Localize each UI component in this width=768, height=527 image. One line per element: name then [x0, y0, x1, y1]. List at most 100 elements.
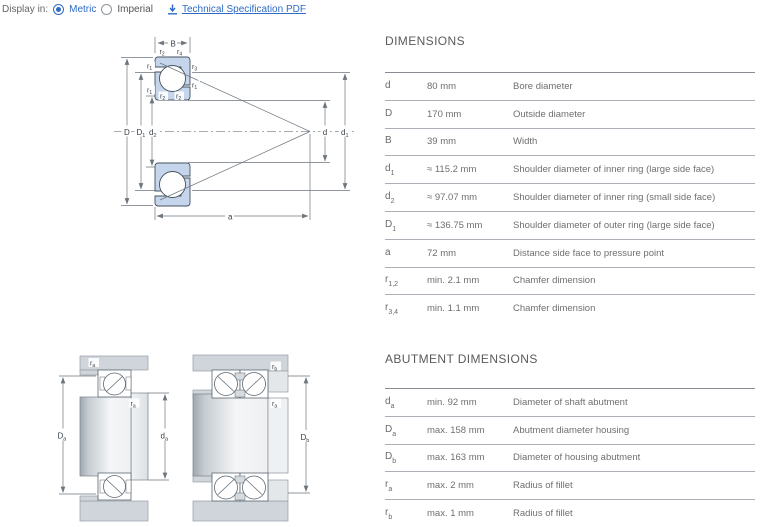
label-r4: r4 [177, 49, 182, 58]
dimension-symbol: D [385, 107, 393, 119]
dimension-symbol: d [385, 79, 391, 91]
table-row: D 170 mm Outside diameter [385, 99, 755, 128]
dimension-description: Shoulder diameter of inner ring (small s… [513, 192, 716, 204]
shaft [79, 392, 149, 481]
label-B: B [171, 40, 176, 49]
table-row: d2 ≈ 97.07 mm Shoulder diameter of inner… [385, 183, 755, 211]
dimension-value: 72 mm [427, 247, 457, 259]
dimension-description: Chamfer dimension [513, 275, 596, 287]
table-row: Db max. 163 mm Diameter of housing abutm… [385, 443, 755, 472]
label-D1: D1 [137, 128, 146, 139]
labels-right: Db rb ra [270, 361, 313, 444]
label-rb: rb [272, 364, 277, 373]
imperial-radio[interactable] [101, 4, 113, 15]
label-d: d [323, 128, 327, 137]
table-row: ra max. 2 mm Radius of fillet [385, 471, 755, 499]
dimension-description: Abutment diameter housing [513, 424, 630, 436]
table-row: B 39 mm Width [385, 127, 755, 156]
table-row: da min. 92 mm Diameter of shaft abutment [385, 389, 755, 416]
label-r3: r3 [192, 64, 197, 73]
radio-dot [56, 7, 62, 12]
dimension-value: 80 mm [427, 80, 457, 92]
dimension-description: Width [513, 136, 538, 148]
dimension-value: 39 mm [427, 136, 457, 148]
dimension-description: Radius of fillet [513, 508, 573, 520]
dimension-description: Shoulder diameter of inner ring (large s… [513, 164, 715, 176]
dimension-description: Outside diameter [513, 108, 586, 120]
dimension-symbol: Db [385, 451, 397, 466]
table-row: a 72 mm Distance side face to pressure p… [385, 238, 755, 267]
abutment-dimensions-table: ABUTMENT DIMENSIONS da min. 92 mm Diamet… [385, 352, 755, 527]
dimension-value: min. 1.1 mm [427, 303, 480, 315]
bearing-cross-section-diagram: B D D1 d2 d d1 a r2 r4 r1 r3 r1 r1 r2 r2 [112, 26, 360, 226]
table-row: D1 ≈ 136.75 mm Shoulder diameter of oute… [385, 210, 755, 239]
label-d2: d2 [149, 128, 157, 139]
labels-left: Da da ra ra [55, 358, 172, 443]
dimension-value: min. 92 mm [427, 396, 477, 408]
abutment-table-rows: da min. 92 mm Diameter of shaft abutment… [385, 388, 755, 527]
table-row: r3,4 min. 1.1 mm Chamfer dimension [385, 294, 755, 322]
dimension-value: min. 2.1 mm [427, 275, 480, 287]
dimensions-table-title: DIMENSIONS [385, 34, 466, 48]
label-r2-c: r2 [176, 94, 181, 103]
dimension-value: max. 163 mm [427, 452, 485, 464]
dimension-description: Chamfer dimension [513, 303, 596, 315]
dimension-value: ≈ 115.2 mm [427, 164, 477, 176]
dimension-symbol: D1 [385, 218, 397, 233]
dimension-symbol: a [385, 246, 391, 258]
dimension-description: Distance side face to pressure point [513, 247, 665, 259]
dimension-description: Diameter of shaft abutment [513, 396, 628, 408]
housing-abutment-diagram: Db rb ra [192, 354, 313, 522]
table-row: Da max. 158 mm Abutment diameter housing [385, 415, 755, 444]
bearing-pair-bottom [211, 472, 269, 502]
label-ra-shaft: ra [131, 401, 136, 410]
dimension-value: ≈ 136.75 mm [427, 219, 483, 231]
abutment-table-title: ABUTMENT DIMENSIONS [385, 352, 538, 366]
dimension-symbol: Da [385, 423, 397, 438]
dimension-description: Diameter of housing abutment [513, 452, 641, 464]
shaft-abutment-diagram: Da da ra ra [55, 355, 172, 522]
dimension-value: max. 2 mm [427, 480, 474, 492]
metric-radio[interactable] [53, 4, 65, 15]
dimension-value: max. 158 mm [427, 424, 485, 436]
label-r1-a: r1 [147, 64, 152, 73]
bearing-bottom [97, 472, 132, 501]
label-ra-right: ra [272, 401, 277, 410]
mounting-diagrams: Da da ra ra [55, 348, 317, 522]
label-Da: Da [58, 432, 68, 443]
label-r1-b: r1 [147, 88, 152, 97]
table-row: r1,2 min. 2.1 mm Chamfer dimension [385, 266, 755, 295]
metric-radio-label[interactable]: Metric [69, 4, 97, 15]
download-icon [168, 4, 177, 15]
bearing-section-bottom [154, 162, 191, 207]
table-row: d1 ≈ 115.2 mm Shoulder diameter of inner… [385, 155, 755, 183]
imperial-radio-label[interactable]: Imperial [117, 4, 153, 15]
label-r2-a: r2 [160, 49, 165, 58]
display-in-label: Display in: [2, 4, 49, 15]
dimension-description: Bore diameter [513, 80, 573, 92]
label-d1: d1 [341, 128, 349, 139]
dimension-symbol: da [385, 395, 395, 410]
contact-angle-lines [159, 62, 311, 201]
label-D: D [124, 128, 130, 137]
bearing-top [97, 369, 132, 398]
dimension-symbol: d1 [385, 163, 395, 178]
label-r2-b: r2 [160, 94, 165, 103]
bearing-pair-top [211, 369, 269, 399]
dimension-value: ≈ 97.07 mm [427, 192, 478, 204]
technical-specification-pdf-link[interactable]: Technical Specification PDF [167, 4, 306, 15]
dimension-symbol: B [385, 135, 392, 147]
dimension-description: Radius of fillet [513, 480, 573, 492]
display-units-toolbar: Display in: Metric Imperial Technical Sp… [0, 0, 768, 22]
dimension-labels: B D D1 d2 d d1 a [121, 37, 351, 222]
dimension-symbol: d2 [385, 191, 395, 206]
dimension-symbol: r3,4 [385, 302, 399, 317]
label-ra-housing: ra [90, 361, 95, 370]
dimensions-table-rows: d 80 mm Bore diameter D 170 mm Outside d… [385, 72, 755, 322]
label-da: da [161, 432, 169, 443]
dimension-value: 170 mm [427, 108, 462, 120]
dimension-symbol: r1,2 [385, 274, 399, 289]
pdf-link-label: Technical Specification PDF [182, 4, 306, 15]
dimensions-table: DIMENSIONS d 80 mm Bore diameter D 170 m… [385, 34, 755, 322]
dimension-value: max. 1 mm [427, 508, 474, 520]
